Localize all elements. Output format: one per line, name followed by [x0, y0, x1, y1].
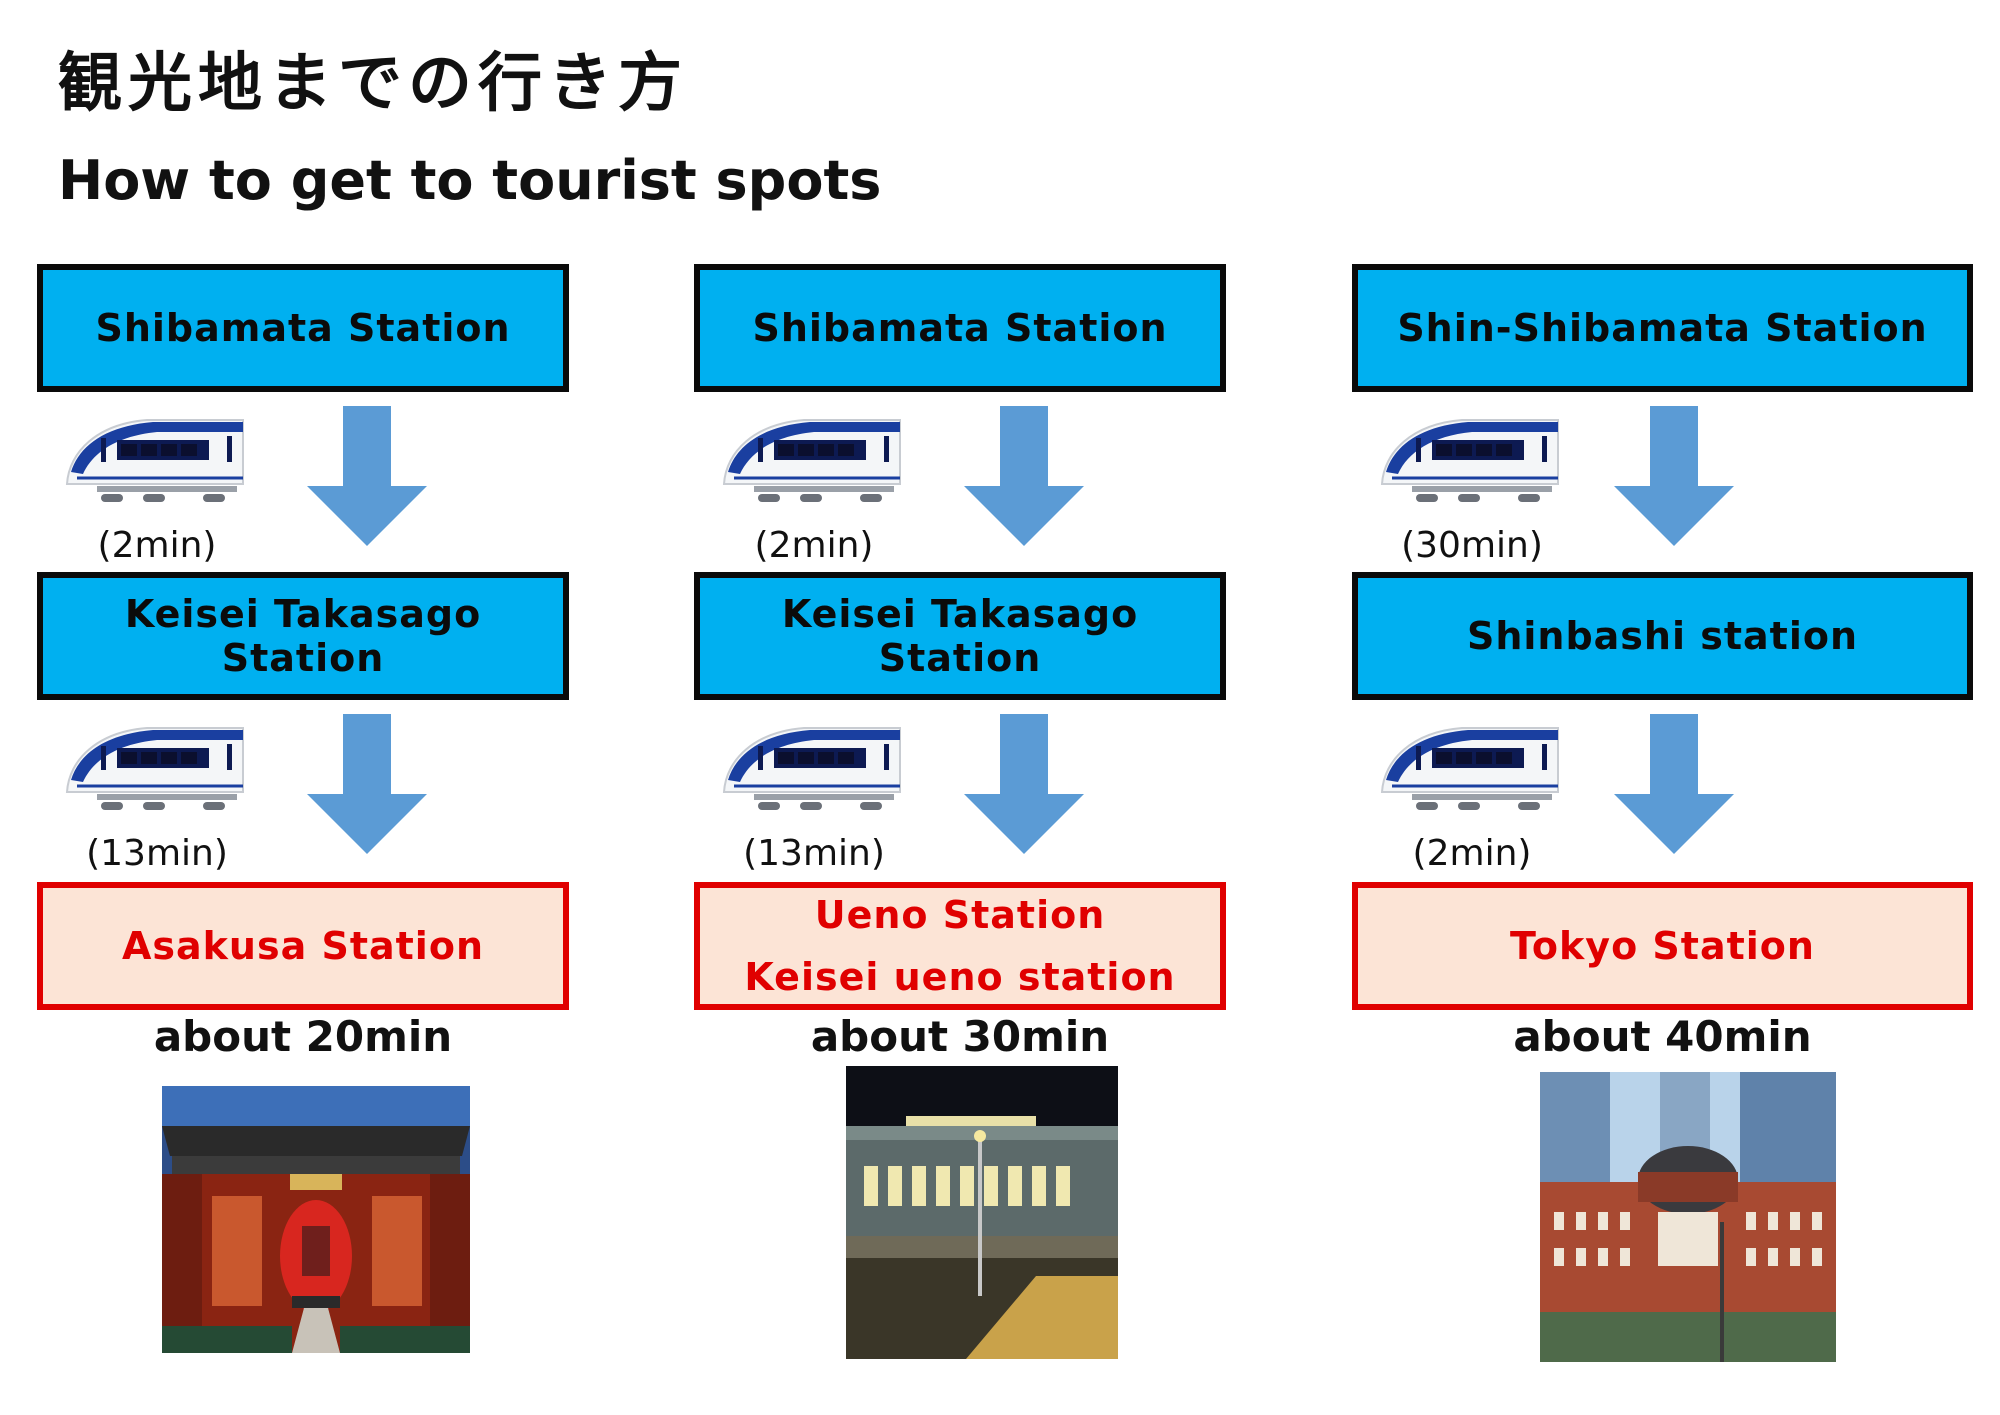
total-travel-time: about 20min	[153, 1012, 453, 1061]
destination-station-box: Asakusa Station	[37, 882, 569, 1010]
start-station-box: Shibamata Station	[37, 264, 569, 392]
destination-station-label: Asakusa Station	[121, 924, 484, 968]
transfer-station-label: Shinbashi station	[1466, 614, 1859, 658]
transfer-station-box: Keisei Takasago Station	[694, 572, 1226, 700]
down-arrow-icon	[1614, 714, 1734, 854]
start-station-label: Shibamata Station	[95, 306, 511, 350]
leg-2-duration: (2min)	[1412, 833, 1532, 874]
destination-station-label-secondary: Keisei ueno station	[744, 955, 1176, 999]
down-arrow-icon	[1614, 406, 1734, 546]
down-arrow-icon	[964, 714, 1084, 854]
train-icon	[1372, 412, 1562, 512]
transfer-station-label: Keisei Takasago Station	[124, 592, 482, 680]
leg-1: (2min)	[37, 392, 569, 572]
total-travel-time: about 30min	[810, 1012, 1110, 1061]
start-station-box: Shibamata Station	[694, 264, 1226, 392]
start-station-label: Shibamata Station	[752, 306, 1168, 350]
transfer-station-box: Keisei Takasago Station	[37, 572, 569, 700]
page-title-japanese: 観光地までの行き方	[58, 47, 688, 121]
leg-1-duration: (30min)	[1401, 525, 1543, 566]
destination-station-label: Ueno Station	[814, 893, 1106, 937]
tokyo-station-photo	[1540, 1072, 1836, 1362]
train-icon	[714, 412, 904, 512]
train-icon	[57, 720, 247, 820]
down-arrow-icon	[307, 714, 427, 854]
down-arrow-icon	[964, 406, 1084, 546]
leg-1: (30min)	[1352, 392, 1973, 572]
route-tokyo: Shin-Shibamata Station (30min) Shinbashi…	[1352, 264, 1973, 1384]
leg-2: (2min)	[1352, 700, 1973, 880]
total-travel-time: about 40min	[1513, 1012, 1812, 1061]
page-title-english: How to get to tourist spots	[58, 149, 882, 212]
route-asakusa: Shibamata Station (2min) Keisei Takasago…	[37, 264, 569, 1384]
destination-station-box: Tokyo Station	[1352, 882, 1973, 1010]
train-icon	[714, 720, 904, 820]
train-icon	[1372, 720, 1562, 820]
leg-1: (2min)	[694, 392, 1226, 572]
route-ueno: Shibamata Station (2min) Keisei Takasago…	[694, 264, 1226, 1384]
transfer-station-label: Keisei Takasago Station	[781, 592, 1139, 680]
leg-1-duration: (2min)	[754, 525, 874, 566]
leg-2: (13min)	[37, 700, 569, 880]
destination-station-box: Ueno Station Keisei ueno station	[694, 882, 1226, 1010]
start-station-box: Shin-Shibamata Station	[1352, 264, 1973, 392]
leg-2-duration: (13min)	[86, 833, 228, 874]
kaminarimon-gate-photo	[162, 1086, 470, 1353]
down-arrow-icon	[307, 406, 427, 546]
destination-station-label: Tokyo Station	[1510, 924, 1815, 968]
ueno-station-photo	[846, 1066, 1118, 1359]
leg-1-duration: (2min)	[97, 525, 217, 566]
start-station-label: Shin-Shibamata Station	[1397, 306, 1928, 350]
leg-2-duration: (13min)	[743, 833, 885, 874]
train-icon	[57, 412, 247, 512]
transfer-station-box: Shinbashi station	[1352, 572, 1973, 700]
leg-2: (13min)	[694, 700, 1226, 880]
